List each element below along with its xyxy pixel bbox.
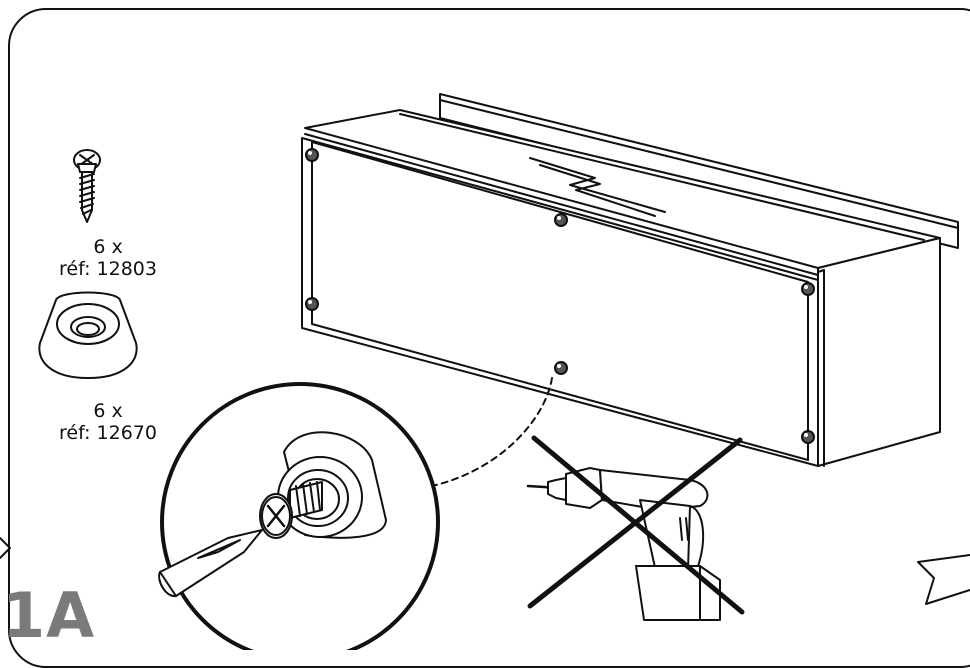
cabinet-back-panel-icon [301,93,959,467]
washer-quantity: 6 x [93,400,123,422]
washer-reference: réf: 12670 [59,422,157,444]
prev-step-arrow-icon [0,537,11,559]
instruction-page: 6 x réf: 12803 6 x réf: 12670 1A [0,8,970,668]
no-power-drill-icon [526,435,745,621]
cup-washer-icon [38,291,138,379]
detail-leader-line [431,377,553,487]
next-step-arrow-icon [917,554,970,605]
screw-quantity: 6 x [93,236,123,258]
step-label: 1A [2,579,96,652]
screw-part-label: 6 x réf: 12803 [56,236,160,280]
washer-part-label: 6 x réf: 12670 [46,400,170,444]
screw-icon [73,149,101,223]
screw-reference: réf: 12803 [59,258,157,280]
illustration [0,93,970,650]
screw-detail-magnifier-icon [160,382,440,650]
screwdriver-icon [158,529,263,598]
